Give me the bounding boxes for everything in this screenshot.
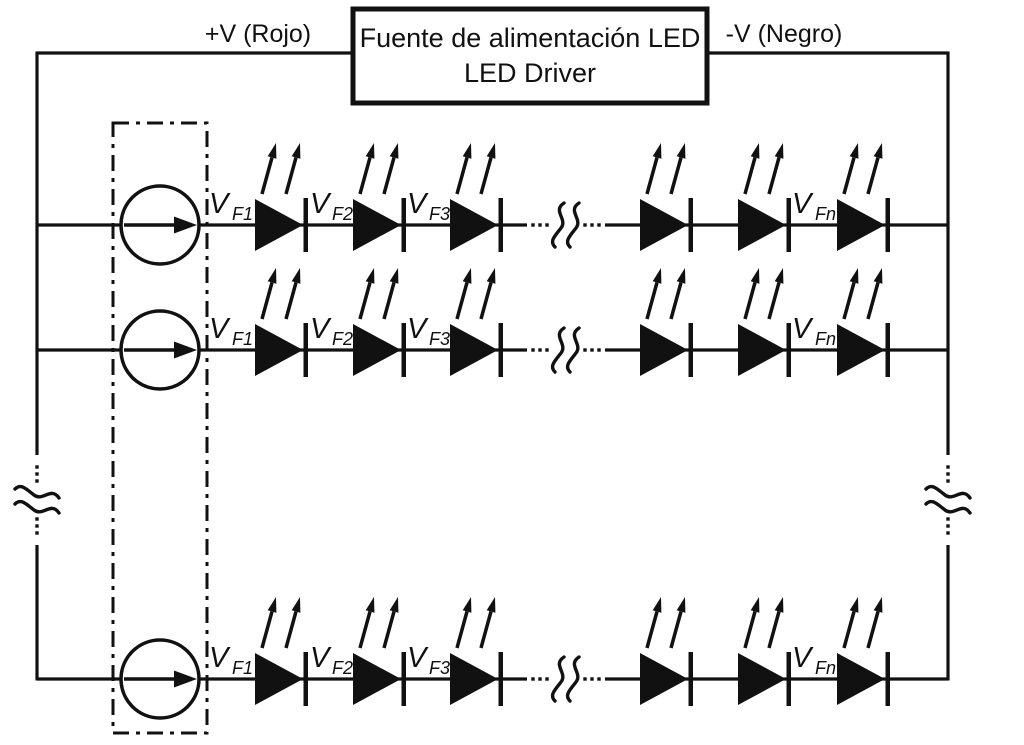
positive-wire-label: +V (Rojo) — [205, 20, 311, 48]
current-source-group-outline — [111, 121, 209, 735]
led-string-row-1 — [37, 143, 948, 264]
wire-break-icon — [926, 465, 970, 534]
led-string-row-2 — [37, 268, 948, 389]
led-driver-title: Fuente de alimentación LED — [360, 23, 701, 53]
negative-wire-label: -V (Negro) — [726, 20, 843, 48]
led-string-row-3 — [37, 597, 948, 718]
led-driver-box — [350, 6, 710, 106]
led-driver-subtitle: LED Driver — [464, 58, 596, 88]
wire-break-icon — [15, 465, 59, 534]
